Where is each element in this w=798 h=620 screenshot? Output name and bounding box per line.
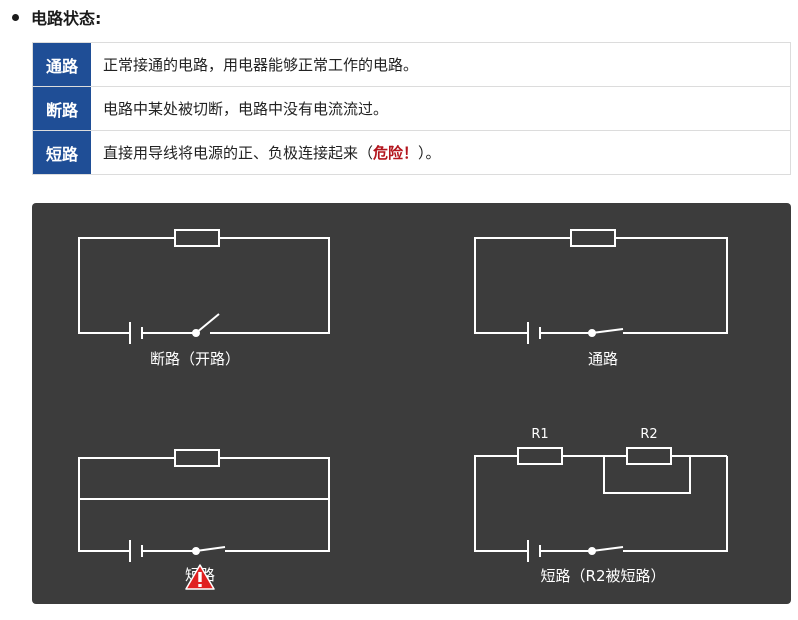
circuit-diagrams-svg	[78, 229, 728, 562]
resistor	[174, 229, 220, 247]
wire	[78, 457, 175, 552]
wire	[615, 237, 728, 334]
table-row: 通路 正常接通的电路，用电器能够正常工作的电路。	[32, 42, 791, 87]
table-row: 断路 电路中某处被切断，电路中没有电流流过。	[32, 86, 791, 131]
circuit-state-table: 通路 正常接通的电路，用电器能够正常工作的电路。 断路 电路中某处被切断，电路中…	[32, 42, 791, 175]
wire	[219, 457, 330, 552]
term-closed-circuit: 通路	[32, 42, 91, 87]
resistor	[570, 229, 616, 247]
desc-short-after: ）。	[418, 144, 441, 162]
desc-short-circuit: 直接用导线将电源的正、负极连接起来（危险！）。	[91, 130, 791, 175]
resistor	[174, 449, 220, 467]
term-short-circuit: 短路	[32, 130, 91, 175]
danger-text: 危险！	[373, 144, 419, 162]
wire	[210, 237, 330, 334]
desc-open-circuit: 电路中某处被切断，电路中没有电流流过。	[91, 86, 791, 131]
partial-short-diagram	[474, 447, 728, 562]
resistor-r1	[517, 447, 563, 465]
wire	[474, 455, 528, 552]
caption-open-circuit: 断路（开路）	[149, 350, 241, 368]
circuit-diagram-panel: 断路（开路） 通路 短路 短路（R2被短路） R1 R2	[32, 203, 791, 604]
switch-blade-closed	[591, 546, 624, 552]
desc-closed-circuit: 正常接通的电路，用电器能够正常工作的电路。	[91, 42, 791, 87]
switch-blade-closed	[591, 328, 624, 334]
short-wire	[603, 456, 691, 494]
wire	[474, 237, 571, 334]
switch-blade-open	[195, 313, 220, 334]
wire	[623, 456, 728, 552]
label-r2: R2	[640, 427, 658, 442]
bullet-icon	[12, 13, 19, 21]
resistor-r2	[626, 447, 672, 465]
short-circuit-diagram	[78, 449, 330, 562]
heading-text: 电路状态:	[31, 9, 102, 28]
open-circuit-diagram	[78, 229, 330, 344]
caption-partial-short: 短路（R2被短路）	[540, 567, 666, 585]
wire	[78, 237, 175, 334]
label-r1: R1	[531, 427, 549, 442]
caption-short-circuit-wrap: 短路	[185, 564, 221, 590]
caption-closed-circuit: 通路	[587, 350, 619, 368]
section-heading: 电路状态:	[12, 4, 101, 30]
closed-circuit-diagram	[474, 229, 728, 344]
switch-blade-closed	[195, 546, 226, 552]
term-open-circuit: 断路	[32, 86, 91, 131]
desc-short-before: 直接用导线将电源的正、负极连接起来（	[103, 144, 374, 162]
table-row: 短路 直接用导线将电源的正、负极连接起来（危险！）。	[32, 130, 791, 175]
